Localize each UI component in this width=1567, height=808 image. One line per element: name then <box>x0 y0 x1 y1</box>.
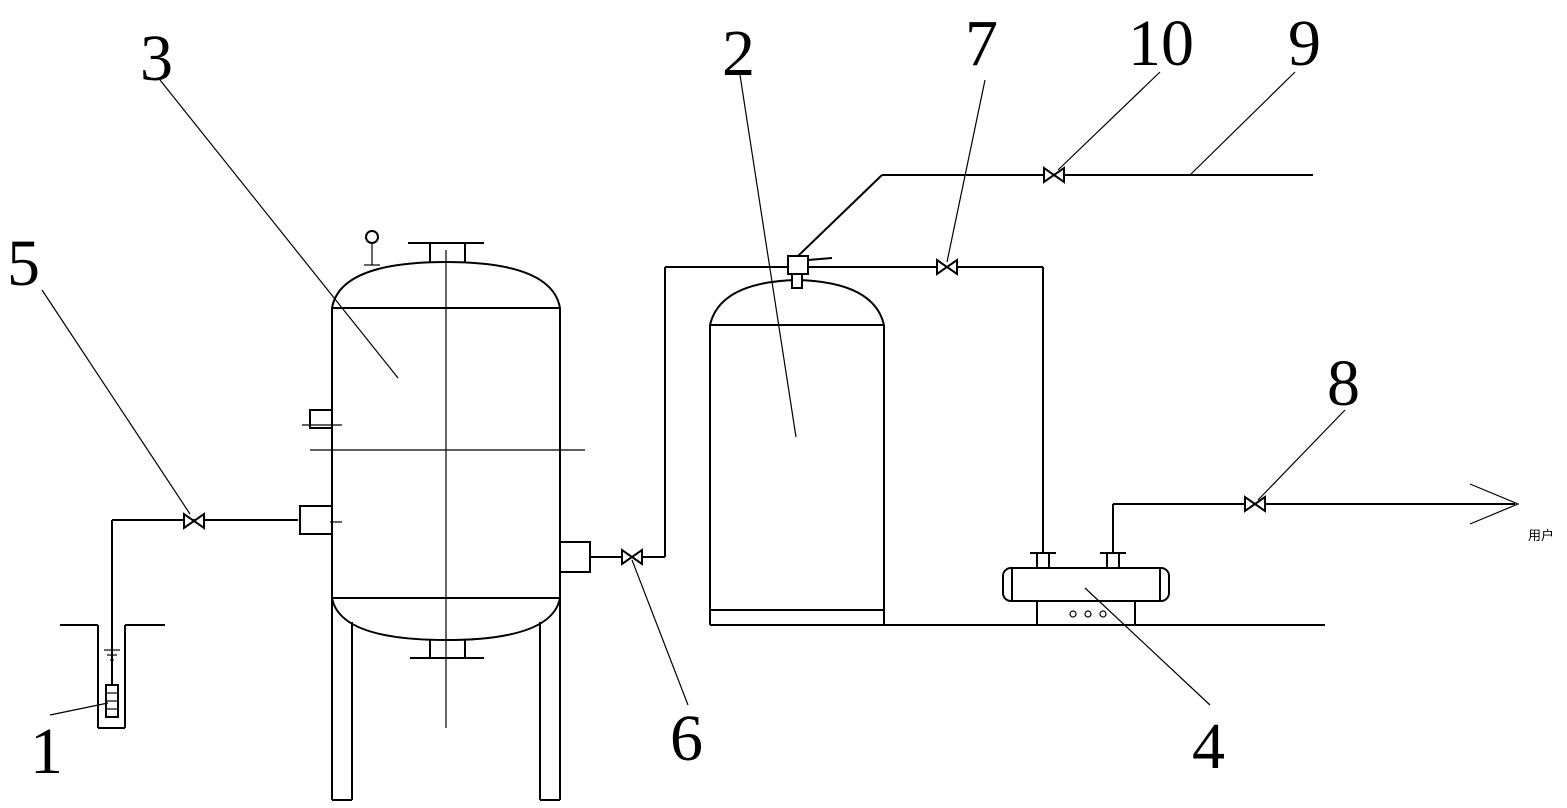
label-1: 1 <box>30 715 63 788</box>
valve-5[interactable] <box>183 512 205 530</box>
label-3: 3 <box>140 22 173 95</box>
valve-8[interactable] <box>1244 495 1266 513</box>
inlet-pipe <box>112 512 298 530</box>
label-5: 5 <box>7 227 40 300</box>
valve-10[interactable] <box>1043 166 1065 184</box>
label-8: 8 <box>1327 347 1360 420</box>
outlet-label: 用户 <box>1528 528 1554 544</box>
label-7: 7 <box>965 7 998 80</box>
label-4: 4 <box>1192 710 1225 783</box>
filter-tank <box>709 255 885 625</box>
sterilizer-unit <box>1002 552 1170 626</box>
drain-line <box>797 166 1313 257</box>
well-pump <box>60 520 165 729</box>
label-10: 10 <box>1128 7 1194 80</box>
label-2: 2 <box>722 17 755 90</box>
pressure-tank <box>299 230 591 801</box>
outlet-pipe <box>808 258 1044 553</box>
valve-6[interactable] <box>621 548 643 566</box>
transfer-pipe <box>590 266 790 566</box>
leader-lines <box>41 71 1346 716</box>
label-9: 9 <box>1288 7 1321 80</box>
label-6: 6 <box>670 702 703 775</box>
valve-7[interactable] <box>936 258 958 276</box>
user-supply-line <box>1112 483 1520 553</box>
